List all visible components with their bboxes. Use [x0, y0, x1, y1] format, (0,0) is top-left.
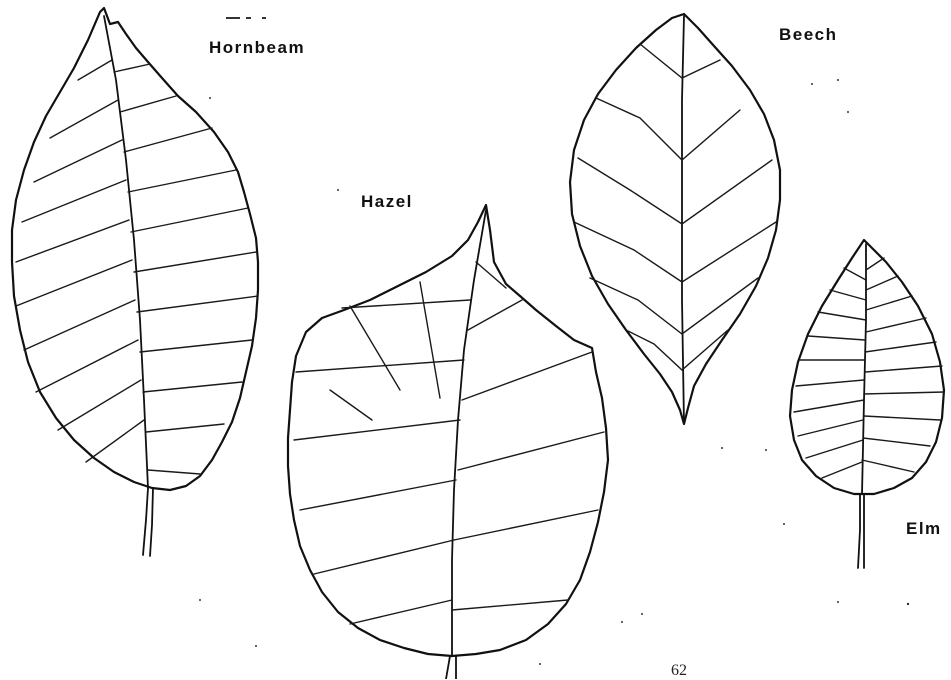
- hazel-leaf: [288, 205, 608, 679]
- elm-veins-right: [862, 258, 944, 472]
- hazel-label: Hazel: [361, 192, 413, 212]
- beech-label: Beech: [779, 25, 838, 45]
- print-specks: [199, 17, 909, 665]
- elm-label: Elm: [906, 519, 942, 539]
- hazel-leaf-outline: [288, 205, 608, 656]
- hazel-veins-inner: [330, 282, 440, 420]
- hornbeam-leaf: [12, 8, 258, 556]
- hazel-veins-left: [294, 300, 470, 624]
- hornbeam-stem: [143, 488, 153, 556]
- hazel-veins-right: [452, 262, 604, 610]
- beech-leaf: [570, 14, 780, 424]
- beech-veins: [574, 44, 776, 370]
- elm-midrib: [862, 244, 866, 494]
- hornbeam-midrib: [104, 16, 148, 488]
- hornbeam-label: Hornbeam: [209, 38, 305, 58]
- hazel-midrib: [452, 210, 486, 656]
- hazel-stem: [446, 656, 456, 679]
- page-number: 62: [671, 662, 687, 680]
- elm-stem: [858, 494, 864, 568]
- hornbeam-veins-left: [16, 60, 144, 462]
- elm-veins-left: [794, 268, 866, 478]
